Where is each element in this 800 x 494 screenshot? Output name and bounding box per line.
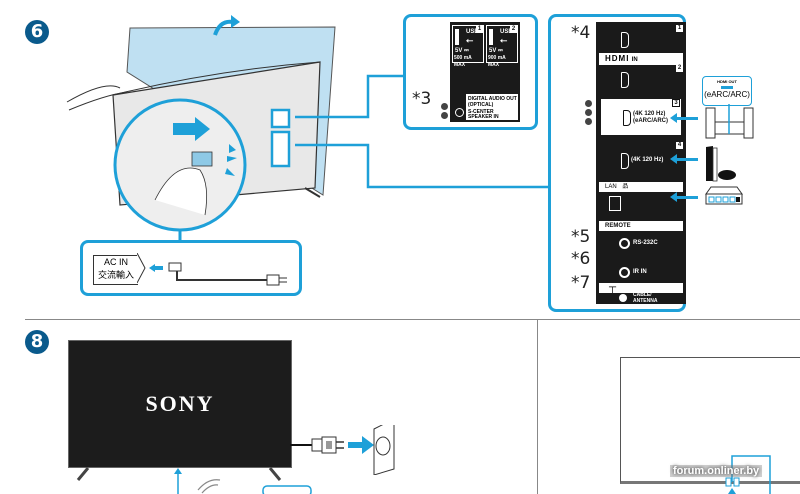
sound-system-icon — [705, 104, 754, 139]
hdmi-out-callout: HDMI OUT (eARC/ARC) — [702, 76, 752, 106]
network-router-icon — [705, 186, 743, 205]
note-marker-7: *7 — [571, 273, 591, 293]
power-cord-icon — [137, 253, 287, 286]
lan-label-strip: LAN 品 — [599, 182, 683, 192]
watermark: forum.onliner.by — [670, 465, 763, 477]
arrow-left-icon — [670, 154, 698, 164]
tv-front: SONY — [68, 340, 292, 468]
antenna-port[interactable]: CABLE/ ANTENNA — [599, 292, 683, 304]
hdmi-out-label: HDMI OUT — [717, 79, 737, 84]
tv-stand-and-cord — [76, 467, 312, 494]
game-console-icon — [706, 146, 736, 182]
antenna-icon-strip: ┬ — [599, 283, 683, 293]
usb-icon: ⭠ — [466, 35, 474, 45]
hdmi-port-2[interactable]: 2 — [599, 65, 683, 93]
lan-label: LAN — [605, 184, 617, 190]
arrow-left-icon — [670, 113, 698, 123]
note-marker-5: *5 — [571, 227, 591, 247]
indicator-dot — [441, 103, 448, 110]
note-marker-6: *6 — [571, 249, 591, 269]
hdmi-port-icon — [621, 72, 629, 88]
hdmi-3-spec-1: (4K 120 Hz) — [633, 111, 666, 117]
ac-in-label-cn: 交流輸入 — [97, 270, 134, 280]
indicator-dot — [585, 118, 592, 125]
hdmi-port-icon — [621, 153, 629, 169]
section-divider — [537, 319, 538, 494]
coax-icon — [619, 294, 627, 302]
ac-in-label: AC IN — [103, 257, 128, 267]
port-connector-icon — [725, 455, 771, 494]
usb-2-current: 900 mA MAX — [488, 55, 506, 68]
network-icon: 品 — [622, 184, 629, 190]
note-marker-3: *3 — [412, 89, 432, 109]
hdmi-in-label: HDMI IN — [599, 53, 683, 65]
indicator-dot — [585, 109, 592, 116]
hdmi-port-3[interactable]: 3 (4K 120 Hz) (eARC/ARC) — [599, 97, 683, 137]
usb-1-number: 1 — [476, 26, 483, 33]
audio-port-block: DIGITAL AUDIO OUT (OPTICAL) S-CENTER SPE… — [452, 94, 518, 120]
hdmi-3-number: 3 — [672, 99, 680, 107]
remote-label: REMOTE — [599, 221, 683, 231]
usb-panel: USB 1 ⭠ 5V ⎓ 500 mA MAX USB 2 ⭠ 5V ⎓ 900… — [450, 22, 520, 122]
note-marker-4: *4 — [571, 23, 591, 43]
usb-icon: ⭠ — [500, 35, 508, 45]
usb-port-2[interactable]: USB 2 ⭠ 5V ⎓ 900 mA MAX — [486, 25, 518, 68]
jack-icon — [619, 267, 630, 278]
usb-1-label: USB — [466, 29, 479, 35]
ethernet-port-icon — [609, 196, 621, 211]
io-panel-callout: *4 1 HDMI IN 2 3 (4K 120 Hz) (eARC/ARC) … — [548, 14, 686, 312]
hdmi-port-1[interactable]: 1 — [599, 25, 683, 53]
ac-in-label-tag: AC IN 交流輸入 — [93, 255, 138, 285]
ir-in-label: IR IN — [633, 269, 647, 275]
lan-port[interactable] — [599, 192, 683, 214]
arrow-left-icon — [670, 192, 698, 202]
indicator-dot — [441, 112, 448, 119]
usb-1-current: 500 mA MAX — [454, 55, 472, 68]
power-plug-icon — [290, 425, 395, 475]
usb-1-power: 5V ⎓ — [455, 48, 469, 54]
hdmi-port-4[interactable]: 4 (4K 120 Hz) — [599, 142, 683, 178]
hdmi-logo: HDMI — [605, 54, 630, 63]
rs232c-label: RS-232C — [633, 240, 658, 246]
usb-2-label: USB — [500, 29, 513, 35]
hdmi-3-spec-2: (eARC/ARC) — [633, 118, 668, 124]
jack-icon — [619, 238, 630, 249]
hdmi-port-icon — [621, 32, 629, 48]
tv-rear-illustration — [66, 15, 336, 242]
speaker-in-label: S-CENTER — [468, 109, 494, 115]
antenna-label-2: ANTENNA — [633, 298, 658, 304]
audio-out-optical: (OPTICAL) — [468, 102, 494, 108]
usb-2-number: 2 — [510, 26, 517, 33]
section-divider — [25, 319, 800, 320]
connector-lines — [295, 74, 553, 189]
ac-in-callout: AC IN 交流輸入 — [80, 240, 302, 296]
hdmi-2-number: 2 — [676, 65, 683, 72]
usb-panel-callout: USB 1 ⭠ 5V ⎓ 500 mA MAX USB 2 ⭠ 5V ⎓ 900… — [403, 14, 538, 130]
usb-2-power: 5V ⎓ — [489, 48, 503, 54]
hdmi-4-number: 4 — [676, 142, 683, 149]
hdmi-port-icon — [623, 110, 631, 126]
hdmi-in-text: IN — [631, 57, 638, 63]
speaker-jack-icon[interactable] — [455, 108, 464, 117]
usb-port-1[interactable]: USB 1 ⭠ 5V ⎓ 500 mA MAX — [452, 25, 484, 68]
sony-logo: SONY — [145, 391, 215, 416]
earc-label: (eARC/ARC) — [704, 90, 750, 99]
antenna-label-1: CABLE/ — [633, 292, 652, 298]
speaker-in-label-2: SPEAKER IN — [468, 114, 499, 120]
indicator-dot — [585, 100, 592, 107]
ir-in-port[interactable]: IR IN — [599, 257, 683, 281]
lift-arrow-icon — [213, 19, 234, 36]
step-6-badge: 6 — [25, 20, 49, 44]
hdmi-1-number: 1 — [676, 25, 683, 32]
audio-out-label: DIGITAL AUDIO OUT — [468, 96, 517, 102]
step-8-badge: 8 — [25, 330, 49, 354]
rs232c-port[interactable]: RS-232C — [599, 231, 683, 255]
hdmi-4-spec: (4K 120 Hz) — [631, 157, 664, 163]
